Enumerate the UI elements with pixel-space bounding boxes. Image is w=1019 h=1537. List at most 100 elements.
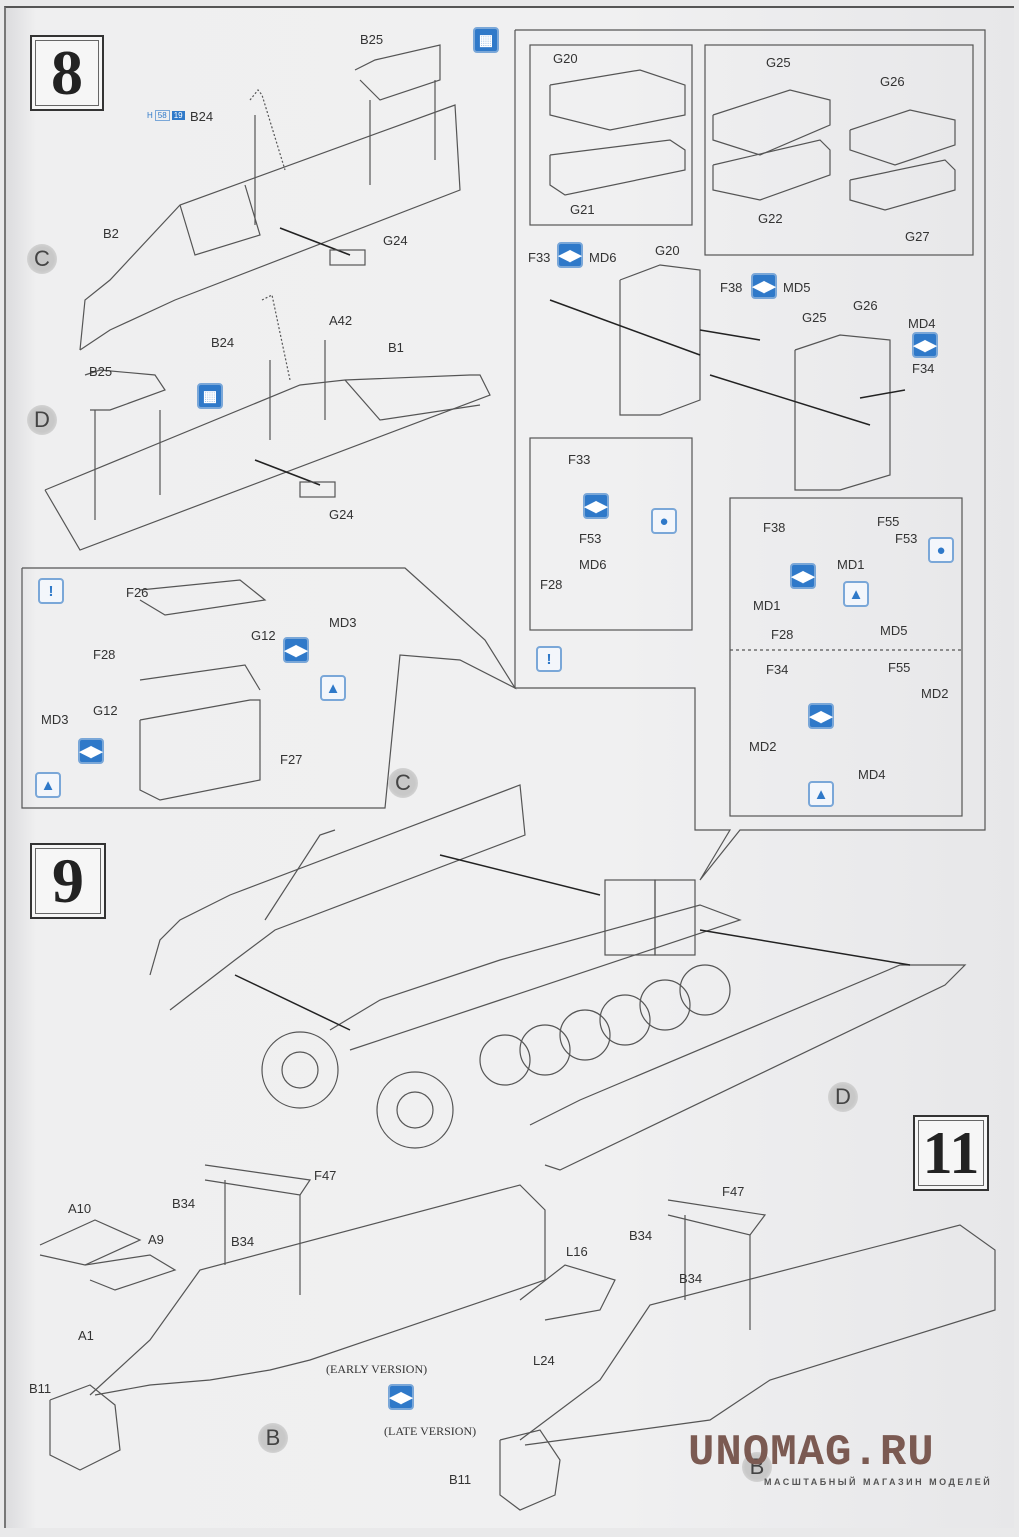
careful-icon: ! xyxy=(536,646,562,672)
glue-icon: ● xyxy=(651,508,677,534)
subassembly-tag-b-late: B xyxy=(742,1452,772,1482)
part-label-b25: B25 xyxy=(360,32,384,47)
part-label-md6-detail: MD6 xyxy=(579,557,607,572)
watermark-subtitle: МАСШТАБНЫЙ МАГАЗИН МОДЕЛЕЙ xyxy=(764,1477,993,1487)
part-label-g20-assembled: G20 xyxy=(655,243,680,258)
repeat-icon: ▲ xyxy=(808,781,834,807)
part-label-md5: MD5 xyxy=(783,280,811,295)
part-label-a42: A42 xyxy=(329,313,353,328)
watermark-title: UNOMAG.RU xyxy=(688,1428,935,1478)
subassembly-tag-b-early: B xyxy=(258,1423,288,1453)
choose-option-icon: ◀▶ xyxy=(751,273,777,299)
step-number-8: 8 xyxy=(30,35,104,111)
repeat-icon: ▲ xyxy=(843,581,869,607)
pe-ref-num: 19 xyxy=(171,111,185,120)
part-label-f28-box: F28 xyxy=(93,647,116,662)
part-label-md4: MD4 xyxy=(908,316,936,331)
part-label-md3: MD3 xyxy=(329,615,357,630)
choose-option-icon: ◀▶ xyxy=(557,242,583,268)
side-panel-c-drawing xyxy=(79,44,461,351)
part-label-f28-detail: F28 xyxy=(540,577,563,592)
step-number-11: 11 xyxy=(913,1115,989,1191)
part-label-g27: G27 xyxy=(905,229,930,244)
part-label-b11: B11 xyxy=(29,1381,52,1396)
part-label-md4-detail: MD4 xyxy=(858,767,886,782)
pe-ref-prefix: H xyxy=(147,111,153,120)
choose-option-icon: ◀▶ xyxy=(283,637,309,663)
step-number-9: 9 xyxy=(30,843,106,919)
part-label-g24-lower: G24 xyxy=(329,507,354,522)
part-label-b34-late: B34 xyxy=(629,1228,653,1243)
choose-option-icon: ◀▶ xyxy=(583,493,609,519)
paint-icon: ▦ xyxy=(197,383,223,409)
part-label-g20: G20 xyxy=(553,51,578,66)
part-label-md2: MD2 xyxy=(921,686,949,701)
part-label-g12-second: G12 xyxy=(93,703,118,718)
part-label-b1: B1 xyxy=(388,340,404,355)
part-label-md3-second: MD3 xyxy=(41,712,69,727)
part-label-l24: L24 xyxy=(533,1353,555,1368)
part-label-b2: B2 xyxy=(103,226,119,241)
repeat-icon: ▲ xyxy=(35,772,61,798)
part-label-b25-lower: B25 xyxy=(89,364,113,379)
hull-late-drawing xyxy=(499,1199,996,1511)
part-label-g22: G22 xyxy=(758,211,783,226)
subassembly-tag-d-step9: D xyxy=(828,1082,858,1112)
late-version-label: (LATE VERSION) xyxy=(384,1424,477,1438)
choose-option-icon: ◀▶ xyxy=(78,738,104,764)
part-label-f53: F53 xyxy=(579,531,602,546)
part-label-g26: G26 xyxy=(880,74,905,89)
instruction-page xyxy=(4,6,1014,1528)
part-label-b34-late-second: B34 xyxy=(679,1271,703,1286)
part-label-f33: F33 xyxy=(528,250,551,265)
part-label-g12: G12 xyxy=(251,628,276,643)
box-panel-outline xyxy=(21,567,517,809)
part-label-b34-second: B34 xyxy=(231,1234,255,1249)
part-label-g24: G24 xyxy=(383,233,408,248)
part-label-g25: G25 xyxy=(766,55,791,70)
part-label-f34: F34 xyxy=(912,361,935,376)
part-label-md1: MD1 xyxy=(837,557,865,572)
part-label-md5-detail: MD5 xyxy=(880,623,908,638)
part-label-md1-second: MD1 xyxy=(753,598,781,613)
choose-option-icon: ◀▶ xyxy=(912,332,938,358)
part-label-g25-assembled: G25 xyxy=(802,310,827,325)
part-label-l16: L16 xyxy=(566,1244,588,1259)
ammo-panel-outline xyxy=(514,29,986,881)
side-panel-d-drawing xyxy=(44,294,491,551)
choose-option-icon: ◀▶ xyxy=(388,1384,414,1410)
part-label-f28-right: F28 xyxy=(771,627,794,642)
glue-icon: ● xyxy=(928,537,954,563)
vehicle-chassis-drawing xyxy=(149,784,967,1171)
subassembly-tag-c: C xyxy=(27,244,57,274)
paint-icon: ▦ xyxy=(473,27,499,53)
choose-option-icon: ◀▶ xyxy=(808,703,834,729)
part-label-f38-detail: F38 xyxy=(763,520,786,535)
part-label-b34: B34 xyxy=(172,1196,196,1211)
part-label-f53-detail: F53 xyxy=(895,531,918,546)
part-label-g21: G21 xyxy=(570,202,595,217)
part-label-a10: A10 xyxy=(68,1201,92,1216)
early-version-label: (EARLY VERSION) xyxy=(326,1362,428,1376)
part-label-f55-lower: F55 xyxy=(888,660,911,675)
part-label-f47: F47 xyxy=(314,1168,337,1183)
part-label-md6: MD6 xyxy=(589,250,617,265)
part-label-md2-second: MD2 xyxy=(749,739,777,754)
pe-ref-sheet: 58 xyxy=(154,110,170,121)
part-label-f38: F38 xyxy=(720,280,743,295)
part-label-f26: F26 xyxy=(126,585,149,600)
part-label-f27: F27 xyxy=(280,752,303,767)
part-label-a1: A1 xyxy=(78,1328,94,1343)
part-label-a9: A9 xyxy=(148,1232,164,1247)
subassembly-tag-c-step9: C xyxy=(388,768,418,798)
part-label-f33-detail: F33 xyxy=(568,452,591,467)
photo-etch-ref: H 58 19 xyxy=(147,110,185,121)
part-label-f47-late: F47 xyxy=(722,1184,745,1199)
part-label-f34-detail: F34 xyxy=(766,662,789,677)
part-label-f55: F55 xyxy=(877,514,900,529)
repeat-icon: ▲ xyxy=(320,675,346,701)
choose-option-icon: ◀▶ xyxy=(790,563,816,589)
careful-icon: ! xyxy=(38,578,64,604)
part-label-g26-assembled: G26 xyxy=(853,298,878,313)
